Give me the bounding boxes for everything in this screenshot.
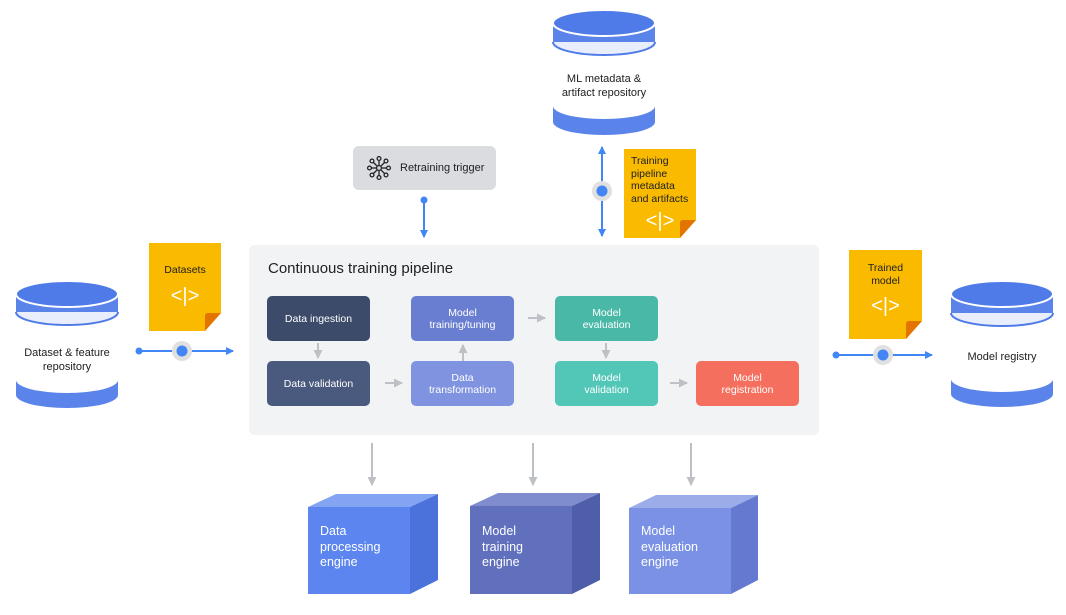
step-data-validation[interactable]: Data validation (267, 361, 370, 406)
retraining-trigger[interactable]: Retraining trigger (353, 146, 496, 190)
dataset-repository-label: Dataset & feature repository (24, 347, 110, 373)
training-metadata-note-label: Training pipeline metadata and artifacts (631, 155, 689, 205)
step-model-registration[interactable]: Model registration (696, 361, 799, 406)
step-model-evaluation[interactable]: Model evaluation (555, 296, 658, 341)
training-metadata-note (624, 149, 696, 238)
network-icon (366, 155, 392, 181)
pipeline-title: Continuous training pipeline (268, 260, 454, 277)
metadata-pipeline-connector (592, 146, 612, 237)
step-data-transformation[interactable]: Data transformation (411, 361, 514, 406)
model-registry-label: Model registry (967, 351, 1037, 363)
dataset-repository-cylinder (15, 280, 119, 408)
training-metadata-code-icon: <|> (645, 210, 675, 232)
model-training-engine-cube (470, 493, 600, 594)
data-processing-engine-cube (308, 494, 438, 594)
metadata-repository-label: ML metadata & artifact repository (561, 73, 647, 99)
retraining-trigger-label: Retraining trigger (400, 162, 485, 174)
model-evaluation-engine-cube (629, 495, 758, 594)
metadata-repository-cylinder (552, 9, 656, 135)
step-data-ingestion[interactable]: Data ingestion (267, 296, 370, 341)
datasets-note-label: Datasets (164, 264, 206, 276)
step-model-validation[interactable]: Model validation (555, 361, 658, 406)
step-model-training-tuning[interactable]: Model training/tuning (411, 296, 514, 341)
model-registry-cylinder (950, 280, 1054, 407)
trained-model-note (849, 250, 922, 339)
pipeline-to-registry-connector (832, 345, 933, 365)
trained-model-note-label: Trained model (867, 262, 904, 287)
model-evaluation-engine-label: Model evaluation engine (641, 524, 698, 569)
data-processing-engine-label: Data processing engine (320, 524, 381, 569)
dataset-to-pipeline-connector (135, 341, 234, 361)
model-training-engine-label: Model training engine (482, 524, 523, 569)
datasets-note (149, 243, 221, 331)
datasets-code-icon: <|> (170, 285, 200, 307)
trained-model-code-icon: <|> (871, 295, 900, 317)
trigger-to-pipeline-connector (420, 196, 428, 238)
